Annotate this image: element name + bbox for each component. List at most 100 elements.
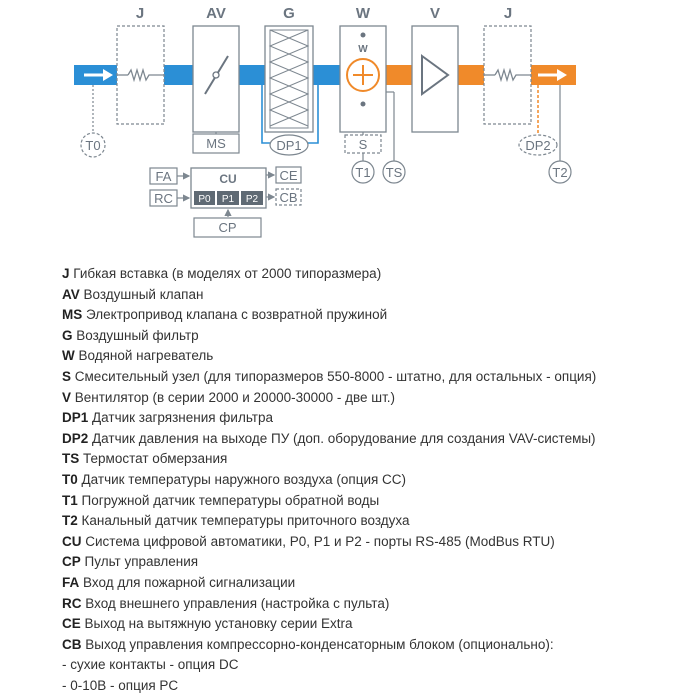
section-letter-g: G <box>283 5 295 22</box>
legend-code: W <box>62 348 75 364</box>
rc-label: RC <box>154 191 173 206</box>
legend-text: Датчик давления на выходе ПУ (доп. обору… <box>92 430 596 446</box>
cu-label: CU <box>219 172 236 186</box>
t1-label: T1 <box>355 165 370 180</box>
legend-code: TS <box>62 451 80 467</box>
legend-code: CU <box>62 533 82 549</box>
legend-text: Термостат обмерзания <box>83 451 228 467</box>
w-inner-label: W <box>358 44 368 55</box>
dp1-label: DP1 <box>276 138 301 153</box>
p0-label: P0 <box>198 194 211 205</box>
legend-code: DP1 <box>62 410 89 426</box>
legend-code: J <box>62 266 70 281</box>
legend-code: T0 <box>62 471 78 487</box>
ts-frost-thermostat <box>382 160 406 184</box>
filter-zigzag-icon <box>268 29 310 127</box>
legend-subitem: - сухие контакты - опция DC <box>62 655 692 676</box>
legend-code: G <box>62 327 73 343</box>
section-letter-j-outlet: J <box>504 5 512 22</box>
air-damper-box <box>192 25 240 133</box>
legend-text: Пульт управления <box>84 554 199 570</box>
cp-label: CP <box>218 220 236 235</box>
legend-item: CB Выход управления компрессорно-конденс… <box>62 635 692 656</box>
legend-text: Гибкая вставка (в моделях от 2000 типора… <box>73 266 382 281</box>
legend-item: MS Электропривод клапана с возвратной пр… <box>62 305 692 326</box>
ce-label: CE <box>279 168 297 183</box>
spring-outlet-icon <box>494 67 531 83</box>
t0-sensor <box>80 132 106 158</box>
t2-label: T2 <box>552 165 567 180</box>
legend-code: RC <box>62 595 82 611</box>
t1-sensor <box>351 160 375 184</box>
legend-text: Датчик загрязнения фильтра <box>92 410 274 426</box>
spring-icon <box>127 67 164 83</box>
legend-item: S Смесительный узел (для типоразмеров 55… <box>62 367 692 388</box>
legend-code: S <box>62 368 72 384</box>
cp-box <box>193 217 262 238</box>
section-letter-j-inlet: J <box>136 5 144 22</box>
legend-subitem: - 0-10В - опция PC <box>62 676 692 697</box>
legend-code: CP <box>62 554 81 570</box>
t0-label: T0 <box>85 138 100 153</box>
port-p2 <box>241 191 263 205</box>
dp2-sensor <box>518 134 558 156</box>
ms-label: MS <box>206 136 226 151</box>
legend-code: CE <box>62 616 81 632</box>
legend-item: FA Вход для пожарной сигнализации <box>62 573 692 594</box>
section-letter-v: V <box>430 5 440 22</box>
legend-item: CE Выход на вытяжную установку серии Ext… <box>62 614 692 635</box>
legend-code: AV <box>62 286 80 302</box>
legend-item: CP Пульт управления <box>62 552 692 573</box>
heater-lower-dot-icon <box>360 101 366 107</box>
legend-text: Вход внешнего управления (настройка с пу… <box>85 595 390 611</box>
legend-code: MS <box>62 307 83 323</box>
legend-code: V <box>62 389 72 405</box>
legend-text: Выход на вытяжную установку серии Extra <box>84 616 353 632</box>
heater-dot-icon <box>360 32 366 38</box>
ms-box <box>192 133 240 154</box>
legend-item: W Водяной нагреватель <box>62 346 692 367</box>
legend-text: Выход управления компрессорно-конденсато… <box>85 636 554 652</box>
legend-text: Воздушный фильтр <box>76 327 199 343</box>
legend-item: RC Вход внешнего управления (настройка с… <box>62 594 692 615</box>
fa-label: FA <box>156 169 172 184</box>
fan-triangle-icon <box>421 54 450 96</box>
ce-box <box>275 166 302 184</box>
dp2-label: DP2 <box>525 138 550 153</box>
legend-item: T2 Канальный датчик температуры приточно… <box>62 511 692 532</box>
legend-text: Водяной нагреватель <box>78 348 214 364</box>
legend-list: J Гибкая вставка (в моделях от 2000 типо… <box>62 264 692 696</box>
legend-code: CB <box>62 636 82 652</box>
legend-text: Вход для пожарной сигнализации <box>83 574 296 590</box>
port-p0 <box>194 191 215 205</box>
legend-item: V Вентилятор (в серии 2000 и 20000-30000… <box>62 388 692 409</box>
legend-text: Воздушный клапан <box>83 286 204 302</box>
legend-item: T1 Погружной датчик температуры обратной… <box>62 491 692 512</box>
legend-item: TS Термостат обмерзания <box>62 449 692 470</box>
p1-label: P1 <box>222 194 235 205</box>
legend-code: T1 <box>62 492 78 508</box>
section-letter-av: AV <box>206 5 226 22</box>
legend-text: Электропривод клапана с возвратной пружи… <box>86 307 388 323</box>
legend-item: DP1 Датчик загрязнения фильтра <box>62 408 692 429</box>
section-letter-w: W <box>356 5 371 22</box>
port-p1 <box>217 191 239 205</box>
legend-item: J Гибкая вставка (в моделях от 2000 типо… <box>62 264 692 285</box>
legend-text: - сухие контакты - опция DC <box>62 657 239 673</box>
cb-box <box>275 188 302 206</box>
t2-sensor <box>548 160 572 184</box>
legend-code: FA <box>62 574 80 590</box>
legend-text: Система цифровой автоматики, P0, P1 и P2… <box>85 533 555 549</box>
cb-label: CB <box>279 190 297 205</box>
legend-text: Смесительный узел (для типоразмеров 550-… <box>74 368 597 384</box>
legend-text: Вентилятор (в серии 2000 и 20000-30000 -… <box>74 389 396 405</box>
legend-code: DP2 <box>62 430 89 446</box>
legend-item: AV Воздушный клапан <box>62 285 692 306</box>
legend-code: T2 <box>62 513 78 529</box>
p2-label: P2 <box>246 194 259 205</box>
legend-text: - 0-10В - опция PC <box>62 677 179 693</box>
dp1-sensor <box>269 134 309 156</box>
legend-item: CU Система цифровой автоматики, P0, P1 и… <box>62 532 692 553</box>
legend-text: Датчик температуры наружного воздуха (оп… <box>81 471 407 487</box>
ts-label: TS <box>386 165 403 180</box>
